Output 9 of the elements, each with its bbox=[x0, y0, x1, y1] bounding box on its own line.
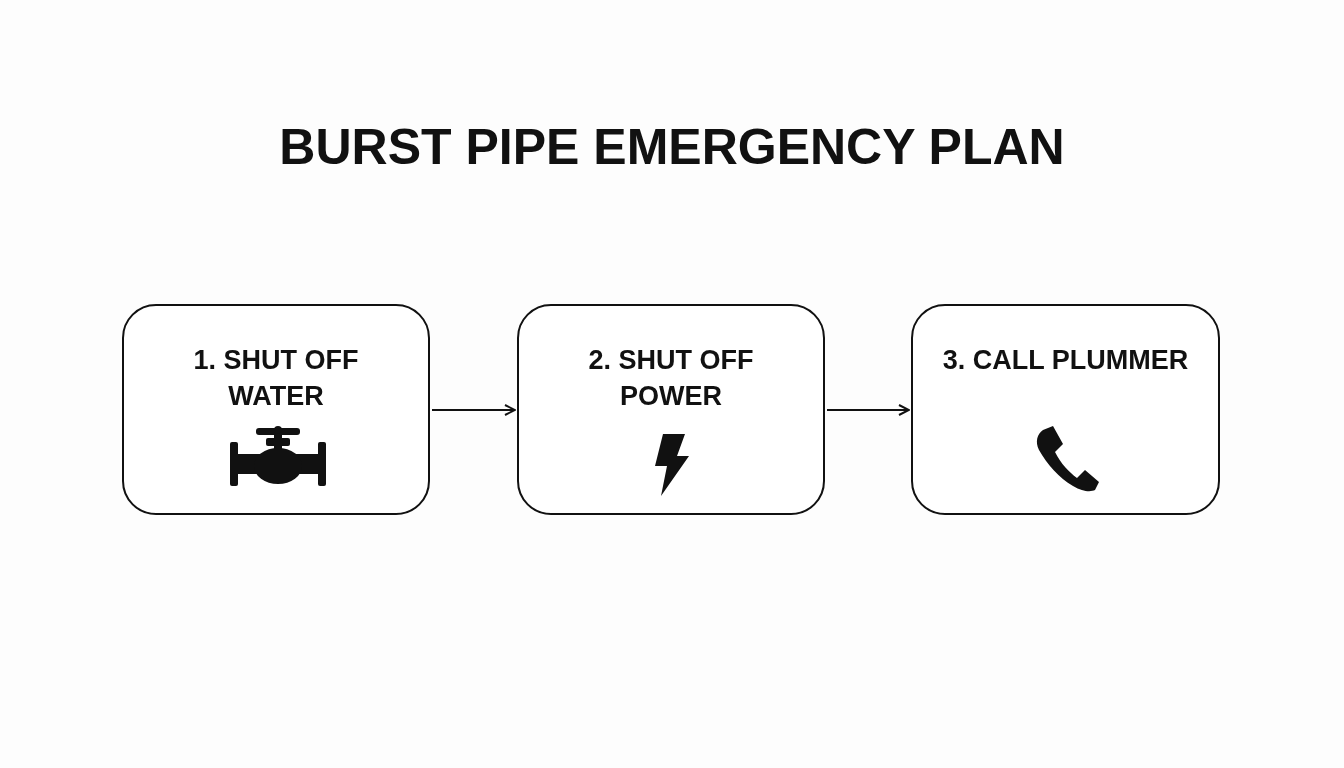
step-box bbox=[911, 304, 1220, 515]
step-label: 1. SHUT OFF WATER bbox=[192, 344, 360, 413]
step-box bbox=[517, 304, 825, 515]
step-box bbox=[122, 304, 430, 515]
step-label: 2. SHUT OFF POWER bbox=[587, 344, 755, 413]
step-label: 3. CALL PLUMMER bbox=[941, 344, 1190, 377]
title: BURST PIPE EMERGENCY PLAN bbox=[278, 118, 1066, 176]
arrow bbox=[431, 404, 516, 416]
arrow bbox=[826, 404, 910, 416]
